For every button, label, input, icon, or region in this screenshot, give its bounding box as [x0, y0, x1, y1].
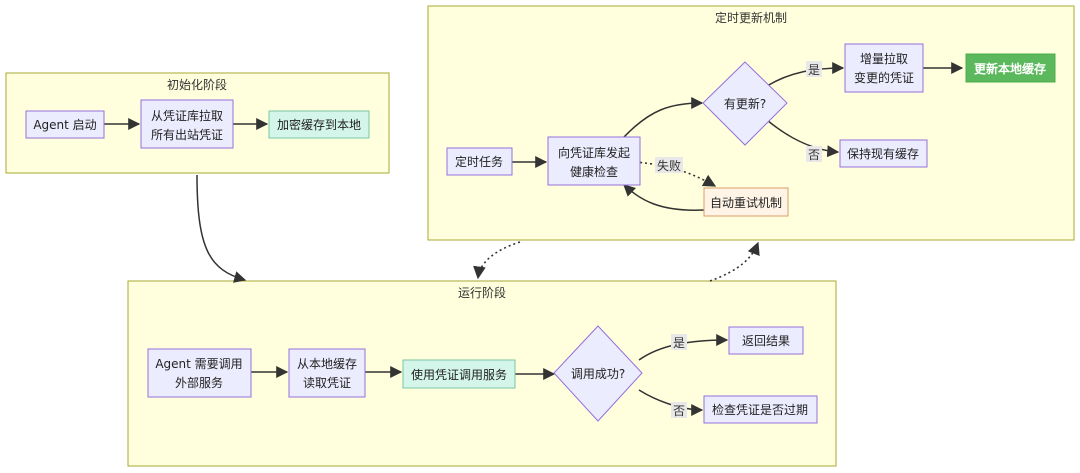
svg-text:返回结果: 返回结果: [742, 334, 790, 348]
node-read-cache: 从本地缓存 读取凭证: [288, 348, 366, 398]
svg-text:Agent 启动: Agent 启动: [33, 118, 96, 132]
svg-text:失败: 失败: [657, 158, 681, 173]
svg-text:使用凭证调用服务: 使用凭证调用服务: [411, 367, 507, 382]
node-pull-all: 从凭证库拉取 所有出站凭证: [140, 99, 234, 149]
svg-text:否: 否: [673, 404, 685, 418]
edge-label-no-call: 否: [671, 402, 687, 418]
node-use-cred: 使用凭证调用服务: [402, 359, 516, 389]
svg-text:从凭证库拉取: 从凭证库拉取: [151, 108, 223, 123]
edge-run-timer: [709, 241, 760, 282]
node-health-check: 向凭证库发起 健康检查: [547, 136, 641, 186]
svg-text:读取凭证: 读取凭证: [303, 375, 351, 390]
svg-text:是: 是: [673, 336, 685, 350]
node-update-cache: 更新本地缓存: [965, 53, 1056, 83]
svg-text:是: 是: [808, 63, 820, 77]
edge-health-update: [623, 97, 704, 138]
node-has-update: 有更新?: [702, 61, 788, 146]
svg-text:所有出站凭证: 所有出站凭证: [151, 127, 223, 142]
svg-text:否: 否: [808, 148, 820, 162]
edge-retry-health: [623, 184, 705, 211]
edge-label-yes-call: 是: [671, 334, 687, 350]
cluster-run-title: 运行阶段: [458, 285, 506, 300]
svg-text:增量拉取: 增量拉取: [860, 51, 908, 66]
edge-ok-no: [638, 389, 704, 416]
node-retry: 自动重试机制: [703, 187, 789, 217]
svg-text:检查凭证是否过期: 检查凭证是否过期: [712, 402, 808, 417]
node-check-expired: 检查凭证是否过期: [703, 395, 818, 424]
svg-text:健康检查: 健康检查: [570, 164, 618, 179]
edge-label-fail: 失败: [655, 157, 683, 173]
svg-text:向凭证库发起: 向凭证库发起: [558, 145, 630, 160]
svg-text:Agent 需要调用: Agent 需要调用: [155, 357, 242, 371]
edge-init-run: [196, 174, 247, 283]
svg-text:调用成功?: 调用成功?: [571, 367, 625, 381]
cluster-init-title: 初始化阶段: [167, 77, 227, 92]
node-incr-pull: 增量拉取 变更的凭证: [844, 43, 924, 93]
svg-text:更新本地缓存: 更新本地缓存: [974, 61, 1046, 76]
svg-text:定时任务: 定时任务: [455, 154, 503, 169]
edge-update-no: [766, 119, 840, 158]
edge-timer-run: [473, 241, 521, 280]
dotted-edges: [473, 161, 760, 282]
svg-text:从本地缓存: 从本地缓存: [297, 357, 357, 371]
node-call-ok: 调用成功?: [553, 325, 643, 422]
svg-text:自动重试机制: 自动重试机制: [710, 195, 782, 210]
cluster-timer-title: 定时更新机制: [715, 10, 787, 25]
node-agent-start: Agent 启动: [25, 110, 105, 139]
node-return-result: 返回结果: [728, 326, 804, 355]
edge-update-yes: [766, 62, 845, 87]
svg-text:外部服务: 外部服务: [175, 375, 223, 390]
svg-text:加密缓存到本地: 加密缓存到本地: [277, 117, 361, 132]
edge-label-no-update: 否: [806, 146, 822, 162]
node-timed-task: 定时任务: [446, 147, 513, 176]
svg-text:有更新?: 有更新?: [724, 96, 766, 111]
node-keep-cache: 保持现有缓存: [839, 139, 928, 168]
node-encrypt-cache: 加密缓存到本地: [268, 110, 370, 139]
node-agent-call: Agent 需要调用 外部服务: [147, 348, 252, 398]
svg-text:保持现有缓存: 保持现有缓存: [847, 146, 919, 161]
svg-text:变更的凭证: 变更的凭证: [854, 70, 914, 85]
edge-health-fail: [634, 161, 717, 187]
edge-label-yes-update: 是: [806, 61, 822, 77]
